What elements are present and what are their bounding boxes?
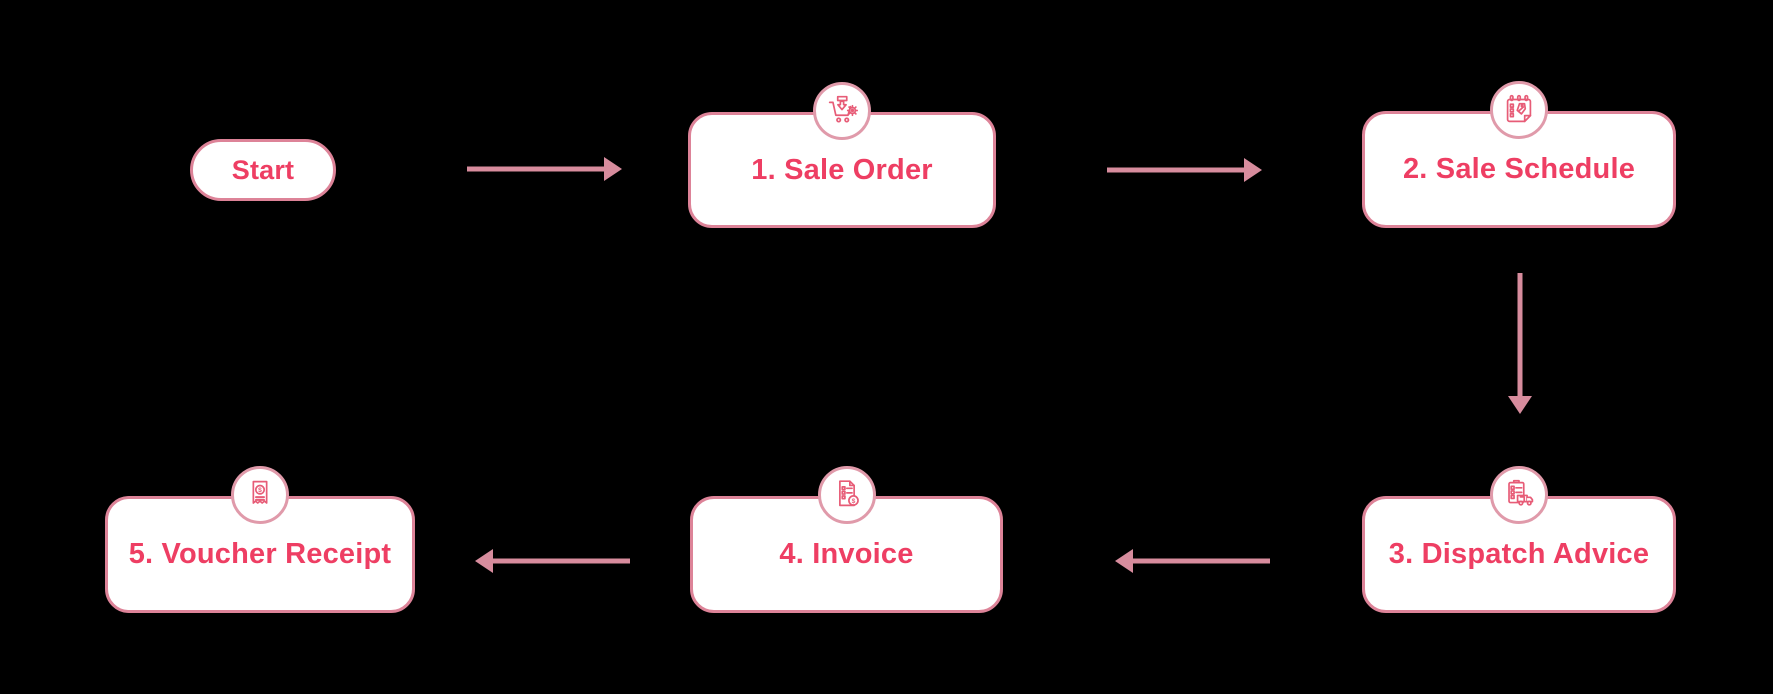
receipt-dollar-icon: $ (231, 465, 289, 524)
node-label: 1. Sale Order (751, 153, 933, 186)
clipboard-truck-icon (1490, 465, 1548, 524)
node-sale-schedule: 2. Sale Schedule (1362, 80, 1676, 228)
invoice-coin-icon: $ (817, 465, 876, 524)
start-label: Start (231, 154, 295, 185)
node-sale-order: 1. Sale Order (688, 81, 996, 228)
node-label: 2. Sale Schedule (1402, 153, 1636, 185)
sale-calendar-icon (1490, 80, 1548, 139)
node-dispatch-advice: 3. Dispatch Advice (1362, 465, 1676, 613)
svg-text:$: $ (258, 487, 262, 494)
shopping-cart-gear-icon (813, 81, 871, 140)
node-label: 5. Voucher Receipt (128, 538, 392, 570)
node-invoice: $ 4. Invoice (690, 465, 1003, 613)
svg-text:$: $ (851, 498, 855, 505)
node-label: 3. Dispatch Advice (1388, 538, 1650, 570)
start-node: Start (190, 139, 336, 201)
node-label: 4. Invoice (779, 538, 914, 570)
node-voucher-receipt: $ 5. Voucher Receipt (105, 465, 415, 613)
